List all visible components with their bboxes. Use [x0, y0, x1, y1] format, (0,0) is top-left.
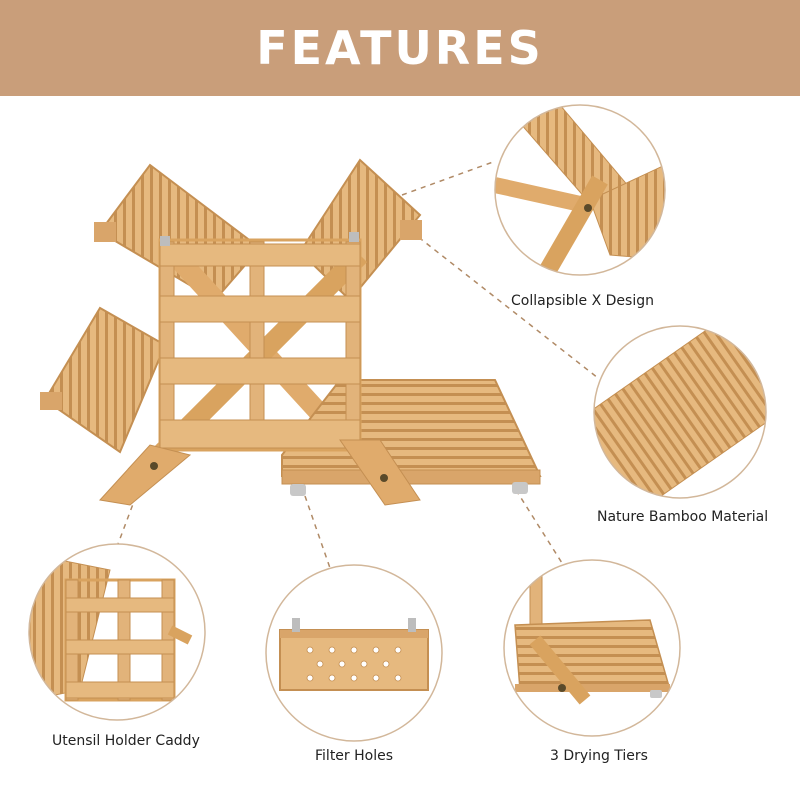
- connector-line-collapsible: [401, 161, 494, 196]
- feature-label-filter: Filter Holes: [315, 748, 394, 764]
- rack-middle-left-panel: [43, 306, 167, 454]
- feature-label-bamboo: Nature Bamboo Material: [597, 509, 769, 525]
- feature-circle-bamboo: [593, 325, 767, 499]
- dish-rack-main: [40, 158, 542, 506]
- rack-hinge-screw: [380, 474, 388, 482]
- connector-line-tiers: [515, 489, 563, 564]
- connector-line-bamboo: [402, 224, 599, 379]
- rack-top-left-panel: [98, 163, 262, 302]
- rack-foot: [94, 222, 116, 242]
- feature-label-tiers: 3 Drying Tiers: [550, 748, 648, 764]
- connector-line-filter: [304, 495, 331, 569]
- rack-foot: [40, 392, 62, 410]
- feature-circle-filter: [265, 564, 443, 742]
- rack-leg: [99, 444, 192, 506]
- rack-rubber-foot: [512, 482, 528, 494]
- rack-tray-frame: [281, 469, 541, 485]
- feature-circle-collapsible: [494, 104, 666, 276]
- connector-lines: [117, 161, 599, 569]
- feature-circle-caddy: [28, 543, 206, 721]
- feature-label-collapsible: Collapsible X Design: [511, 293, 654, 309]
- features-banner: FEATURES: [0, 0, 800, 96]
- connector-line-caddy: [117, 495, 137, 545]
- banner-title: FEATURES: [256, 21, 544, 75]
- rack-rubber-foot: [290, 484, 306, 496]
- feature-label-caddy: Utensil Holder Caddy: [52, 733, 200, 749]
- feature-circle-tiers: [503, 559, 681, 737]
- rack-foot: [400, 220, 422, 240]
- rack-hinge-screw: [150, 462, 158, 470]
- rack-leg: [339, 439, 421, 506]
